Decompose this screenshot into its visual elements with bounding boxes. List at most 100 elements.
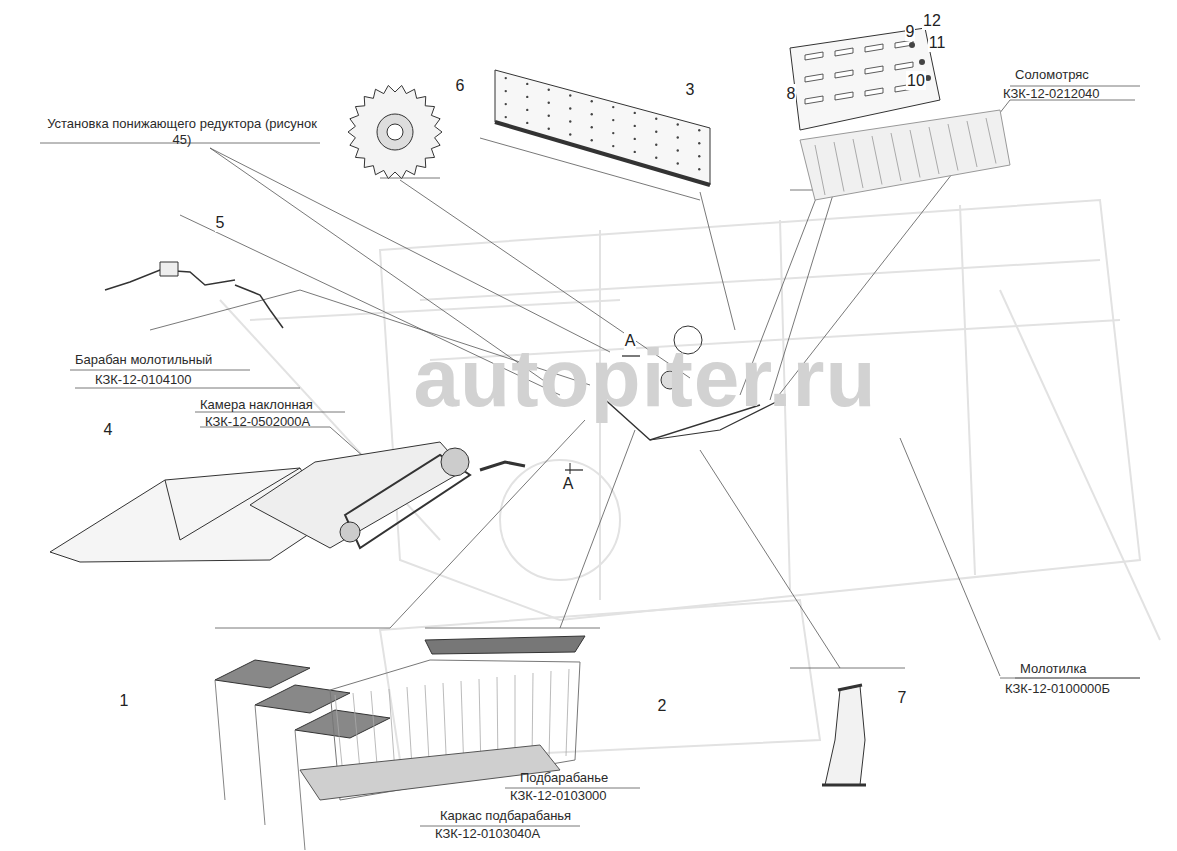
guide-line [255, 705, 265, 825]
plate-hole [569, 107, 571, 109]
plate-hole [591, 126, 593, 128]
rack-slat [967, 121, 977, 167]
rack-slat [891, 133, 901, 181]
plate-hole [677, 149, 679, 151]
pipe-flange [838, 685, 862, 690]
bracket-clip [160, 262, 178, 276]
plate-hole [526, 109, 528, 111]
plate-hole [612, 132, 614, 134]
label-underline [70, 370, 250, 371]
plate-hole [505, 90, 507, 92]
plate-hole [569, 120, 571, 122]
part-name: Подбарабанье [520, 770, 608, 786]
plate-hole [548, 115, 550, 117]
plate-hole [698, 142, 700, 144]
plate-hole [677, 123, 679, 125]
callout-number: 4 [103, 420, 114, 439]
plate-hole [505, 77, 507, 79]
bolt [925, 75, 931, 81]
part-name: Молотилка [1020, 661, 1087, 677]
plate-hole [634, 138, 636, 140]
leader-line [150, 290, 300, 330]
feeder-house [250, 442, 465, 548]
plate-slot [865, 66, 883, 74]
callout-number: 10 [906, 71, 926, 90]
plate-hole [526, 122, 528, 124]
callout-number: 9 [905, 22, 916, 41]
callout-number: 3 [685, 80, 696, 99]
pulley [441, 448, 469, 476]
bolt [909, 42, 915, 48]
plate-slot [835, 48, 853, 56]
leader-line [560, 430, 635, 628]
callout-number: A [562, 474, 575, 493]
label-underline [1015, 678, 1140, 679]
plate-hole [698, 155, 700, 157]
straw-walker-plate [790, 28, 940, 130]
plate-slot [805, 74, 823, 82]
plate-hole [634, 125, 636, 127]
callout-number: 7 [897, 688, 908, 707]
concave-insert [215, 660, 310, 688]
plate-hole [612, 145, 614, 147]
callout-number: 2 [657, 696, 668, 715]
plate-hole [655, 144, 657, 146]
plate-hole [698, 129, 700, 131]
belt-piece [480, 462, 525, 470]
leader-line [790, 668, 905, 669]
leader-line [1000, 678, 1140, 679]
background-wheel [500, 460, 620, 580]
part-code: КЗК-12-0212040 [1003, 86, 1100, 102]
sprocket [348, 85, 442, 178]
plate-hole [505, 103, 507, 105]
grid-bar [549, 671, 551, 759]
callout-number: 1 [119, 691, 130, 710]
plate-hole [591, 113, 593, 115]
plate-hole [612, 119, 614, 121]
part-code: КЗК-12-0103000 [510, 788, 607, 804]
rack-slat [986, 118, 996, 164]
rack-slat [872, 136, 882, 185]
plate-hole [591, 139, 593, 141]
part-code: КЗК-12-0103040А [435, 826, 540, 842]
background-combine [380, 600, 820, 760]
callout-number: 12 [922, 11, 942, 30]
plate-hole [548, 102, 550, 104]
sprocket-hub [377, 114, 413, 150]
plate-slot [865, 44, 883, 52]
plate-hole [634, 112, 636, 114]
concave-insert [295, 710, 390, 738]
rack-slat [834, 142, 844, 192]
rack-slat [910, 130, 920, 178]
plate-roll [495, 122, 710, 185]
plate [495, 70, 710, 185]
part-line [1000, 290, 1160, 640]
plate-hole [634, 151, 636, 153]
bracket [235, 285, 283, 328]
guide-line [215, 680, 225, 800]
watermark: autopiter.ru [413, 329, 876, 427]
bolt [919, 59, 925, 65]
plate-slot [835, 92, 853, 100]
plate-slot [865, 88, 883, 96]
plate-hole [698, 168, 700, 170]
plate-hole [677, 136, 679, 138]
rack-slat [929, 127, 939, 174]
part-name: Каркас подбарабанья [440, 808, 571, 824]
leader-line [210, 148, 610, 352]
callout-number: 11 [928, 33, 947, 52]
part-name: Камера наклонная [200, 397, 313, 413]
section-mark [565, 469, 583, 470]
part-name: Барабан молотильный [75, 352, 212, 368]
part-name: Соломотряс [1015, 67, 1089, 83]
plate-slot [805, 52, 823, 60]
leader-line [75, 388, 300, 389]
part-line [960, 205, 975, 575]
plate-hole [655, 131, 657, 133]
rack-slat [853, 139, 863, 188]
part-code: КЗК-12-0104100 [95, 372, 192, 388]
reference-note: Установка понижающего редуктора (рисунок… [47, 116, 317, 147]
guide-line [295, 730, 305, 850]
plate-slot [835, 70, 853, 78]
concave-plate [425, 636, 585, 654]
